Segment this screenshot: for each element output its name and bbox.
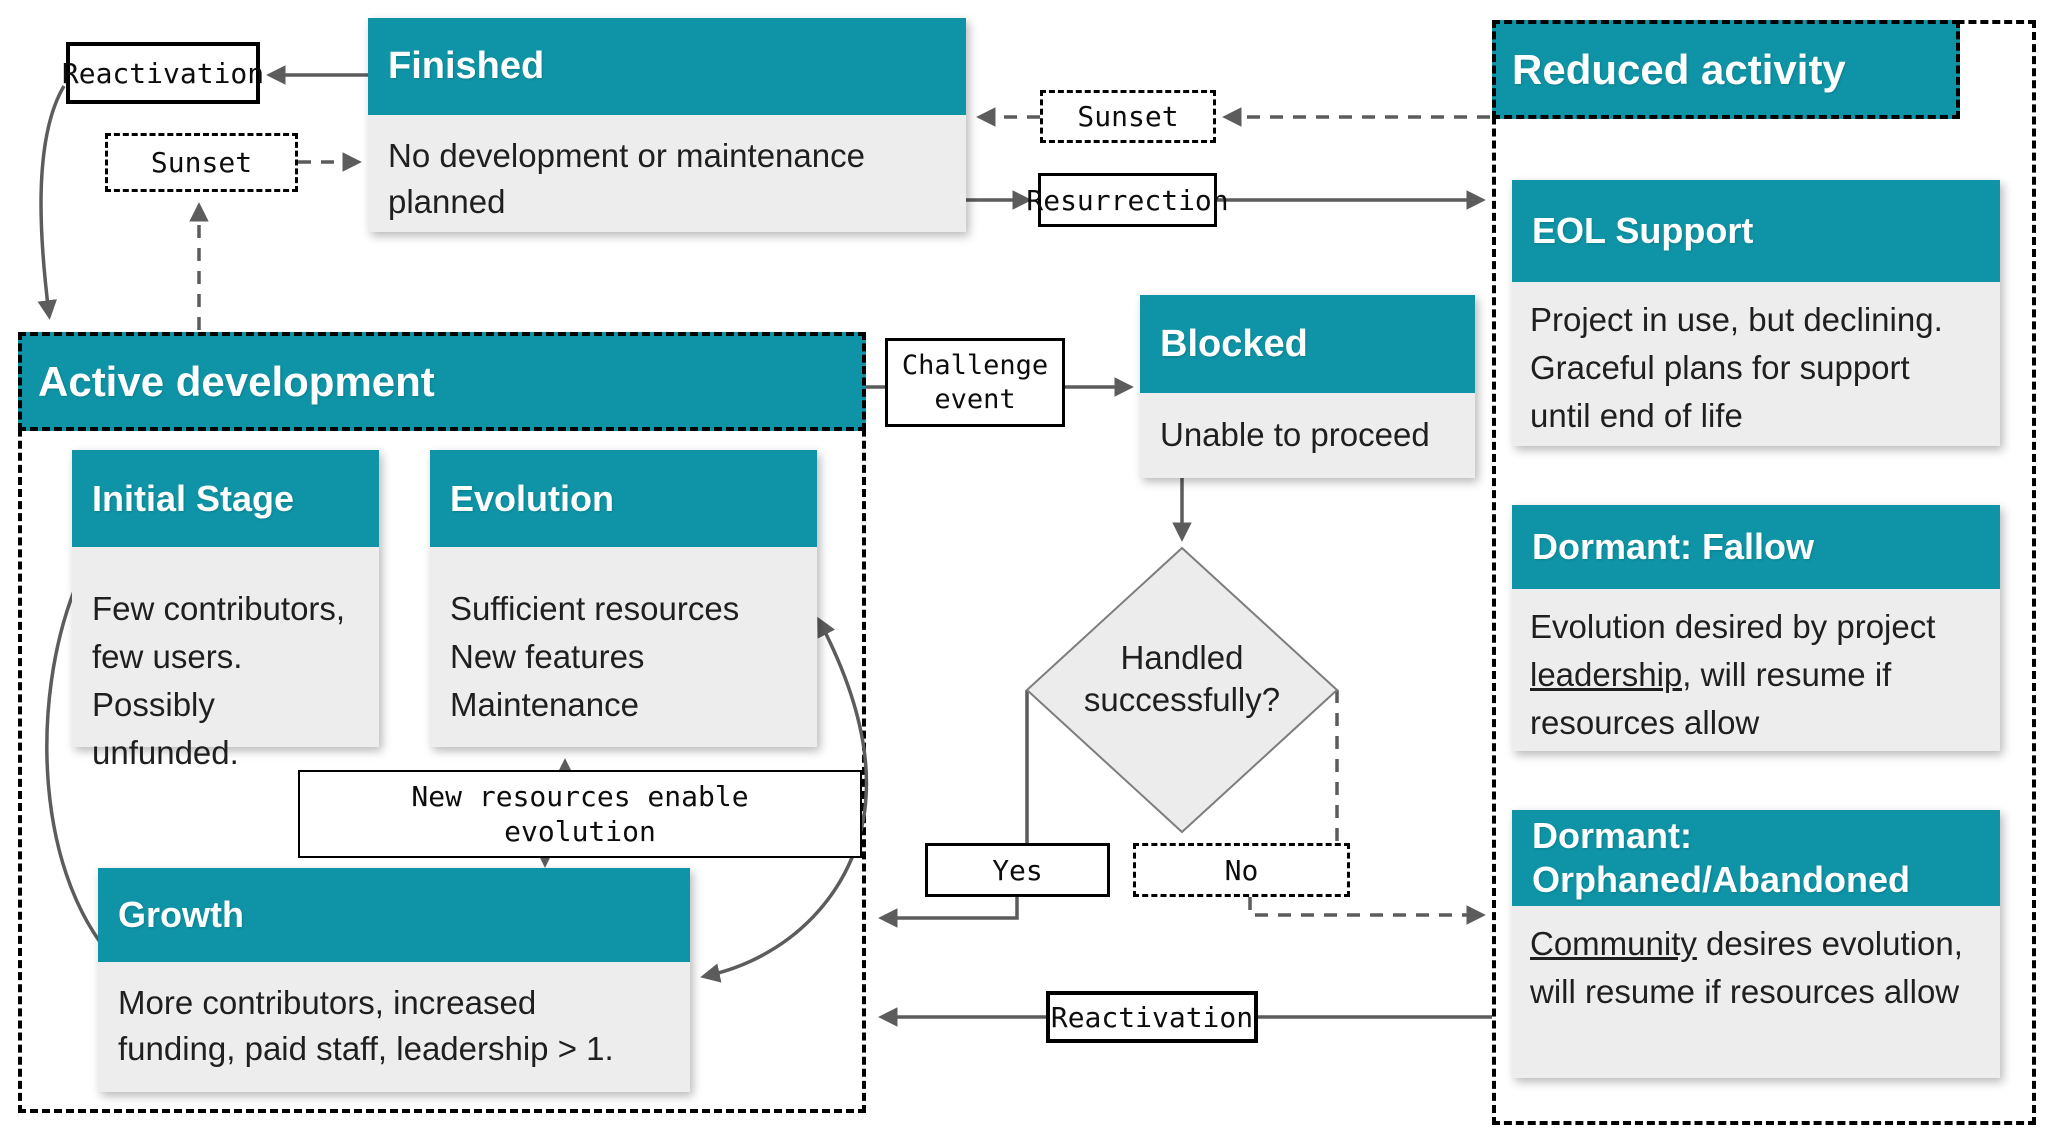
eol-support-description: Project in use, but declining. Graceful …: [1512, 282, 2000, 446]
dormant-orphaned-title: Dormant: Orphaned/Abandoned: [1512, 810, 2000, 906]
initial-stage-title: Initial Stage: [72, 450, 379, 547]
reactivation-label-bottom: Reactivation: [1046, 991, 1258, 1043]
reactivation-label-top: Reactivation: [62, 42, 264, 104]
growth-title: Growth: [98, 868, 690, 962]
dormant-fallow-title: Dormant: Fallow: [1512, 505, 2000, 589]
dormant-orphaned-box: Dormant: Orphaned/Abandoned Community de…: [1512, 810, 2000, 1078]
orphaned-text-post: desires evolution, will resume if resour…: [1530, 925, 1963, 1010]
fallow-text-pre: Evolution desired by project: [1530, 608, 1936, 645]
arrow-yes-to-active: [878, 897, 1019, 928]
eol-support-box: EOL Support Project in use, but declinin…: [1512, 180, 2000, 446]
yes-label: Yes: [925, 843, 1110, 897]
finished-state-box: Finished No development or maintenance p…: [368, 18, 966, 232]
orphaned-text-underlined: Community: [1530, 925, 1697, 962]
active-development-header: Active development: [18, 332, 866, 431]
finished-description: No development or maintenance planned: [368, 115, 966, 232]
arrow-no-to-reduced: [1248, 897, 1486, 925]
no-label: No: [1133, 843, 1350, 897]
new-resources-label: New resources enable evolution: [298, 770, 862, 858]
evolution-description: Sufficient resources New features Mainte…: [430, 547, 817, 747]
sunset-label-right: Sunset: [1040, 90, 1216, 143]
decision-question: Handled successfully?: [1083, 639, 1281, 719]
dormant-orphaned-description: Community desires evolution, will resume…: [1512, 906, 2000, 1078]
evolution-title: Evolution: [430, 450, 817, 547]
finished-title: Finished: [368, 18, 966, 115]
initial-stage-description: Few contributors, few users. Possibly un…: [72, 547, 379, 771]
growth-box: Growth More contributors, increased fund…: [98, 868, 690, 1092]
dormant-fallow-description: Evolution desired by project leadership,…: [1512, 589, 2000, 751]
arrow-growth-evolution-cycle: [700, 616, 869, 983]
initial-stage-box: Initial Stage Few contributors, few user…: [72, 450, 379, 771]
reduced-activity-header: Reduced activity: [1492, 20, 1960, 119]
blocked-description: Unable to proceed: [1140, 393, 1475, 478]
fallow-text-underlined: leadership,: [1530, 655, 1692, 693]
resurrection-label: Resurrection: [1026, 173, 1229, 227]
challenge-event-label: Challenge event: [885, 338, 1065, 427]
eol-support-title: EOL Support: [1512, 180, 2000, 282]
fallow-text-post: will resume if resources allow: [1530, 655, 1892, 741]
decision-diamond: [1025, 546, 1339, 834]
blocked-title: Blocked: [1140, 295, 1475, 393]
blocked-state-box: Blocked Unable to proceed: [1140, 295, 1475, 478]
arrow-reactivation-to-active: [37, 85, 66, 320]
arrow-initial-to-growth: [45, 585, 125, 971]
growth-description: More contributors, increased funding, pa…: [98, 962, 690, 1092]
dormant-fallow-box: Dormant: Fallow Evolution desired by pro…: [1512, 505, 2000, 751]
active-development-container: Active development: [18, 332, 866, 1113]
evolution-box: Evolution Sufficient resources New featu…: [430, 450, 817, 747]
reduced-activity-container: Reduced activity: [1492, 20, 2036, 1125]
sunset-label-left: Sunset: [105, 133, 298, 192]
